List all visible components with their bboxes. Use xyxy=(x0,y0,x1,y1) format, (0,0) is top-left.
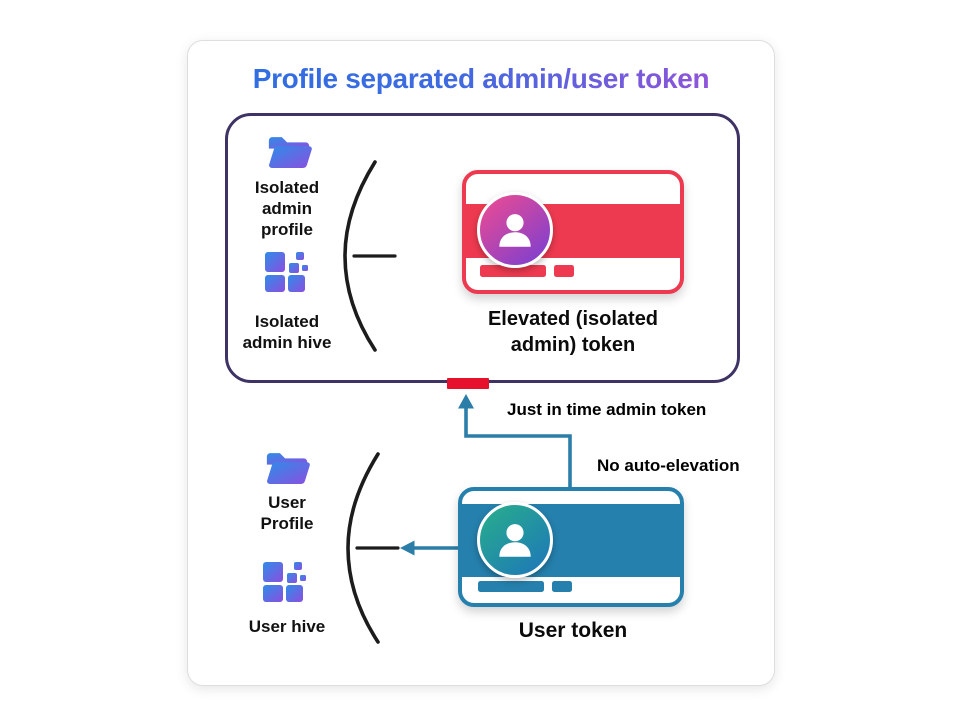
card-number-dash xyxy=(478,581,544,592)
folder-icon xyxy=(266,453,310,484)
user-profile-arrow xyxy=(400,540,458,556)
grouping-brace xyxy=(343,160,397,352)
elevated-admin-token-card xyxy=(462,170,684,294)
hive-blocks-icon xyxy=(263,562,306,602)
jit-arrow-label: Just in time admin token xyxy=(507,400,707,419)
user-token-card xyxy=(458,487,684,607)
card-number-dash xyxy=(552,581,572,592)
isolated-admin-hive-label: Isolated admin hive xyxy=(242,312,332,353)
admin-avatar xyxy=(477,192,553,268)
hive-blocks-icon xyxy=(265,252,308,292)
grouping-brace xyxy=(346,452,400,644)
person-icon xyxy=(499,524,531,557)
user-hive-label: User hive xyxy=(248,617,326,636)
isolated-admin-profile-label: Isolated admin profile xyxy=(254,178,320,240)
elevated-admin-token-label: Elevated (isolated admin) token xyxy=(487,308,659,356)
folder-icon xyxy=(268,137,312,168)
user-profile-label: User Profile xyxy=(260,493,314,534)
card-number-dash xyxy=(480,265,546,277)
person-icon xyxy=(499,214,531,247)
card-number-dash xyxy=(554,265,574,277)
no-auto-elevation-label: No auto-elevation xyxy=(597,456,740,475)
diagram-title: Profile separated admin/user token xyxy=(187,63,775,95)
red-connector xyxy=(447,378,489,389)
jit-elevation-arrow xyxy=(458,394,572,492)
user-token-label: User token xyxy=(518,619,628,642)
user-avatar xyxy=(477,502,553,578)
